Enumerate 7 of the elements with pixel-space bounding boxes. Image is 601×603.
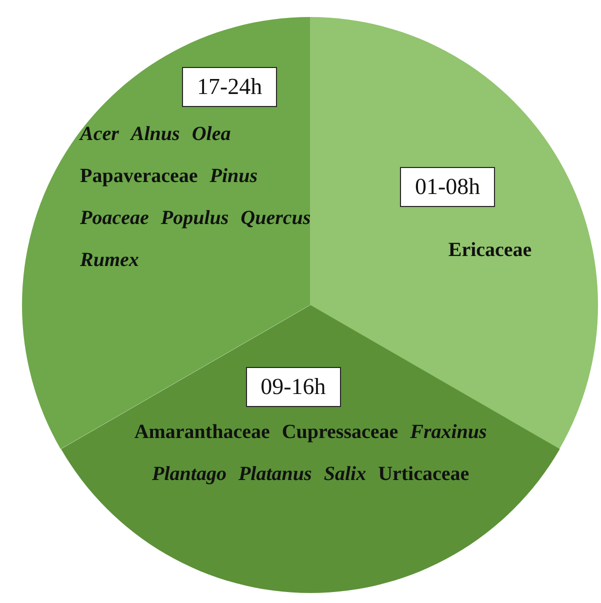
pie-sector xyxy=(60,305,560,593)
taxa-list: Ericaceae xyxy=(400,229,580,271)
taxa-list: Acer Alnus Olea Papaveraceae Pinus Poaceae Populus Quercus Rumex xyxy=(80,113,320,281)
time-label-box: 17-24h xyxy=(182,67,278,107)
time-label-box: 09-16h xyxy=(246,367,341,407)
time-label-box: 01-08h xyxy=(400,167,496,207)
taxa-list: Amaranthaceae Cupressaceae Fraxinus Plantago Platanus Salix Urticaceae xyxy=(130,411,491,495)
